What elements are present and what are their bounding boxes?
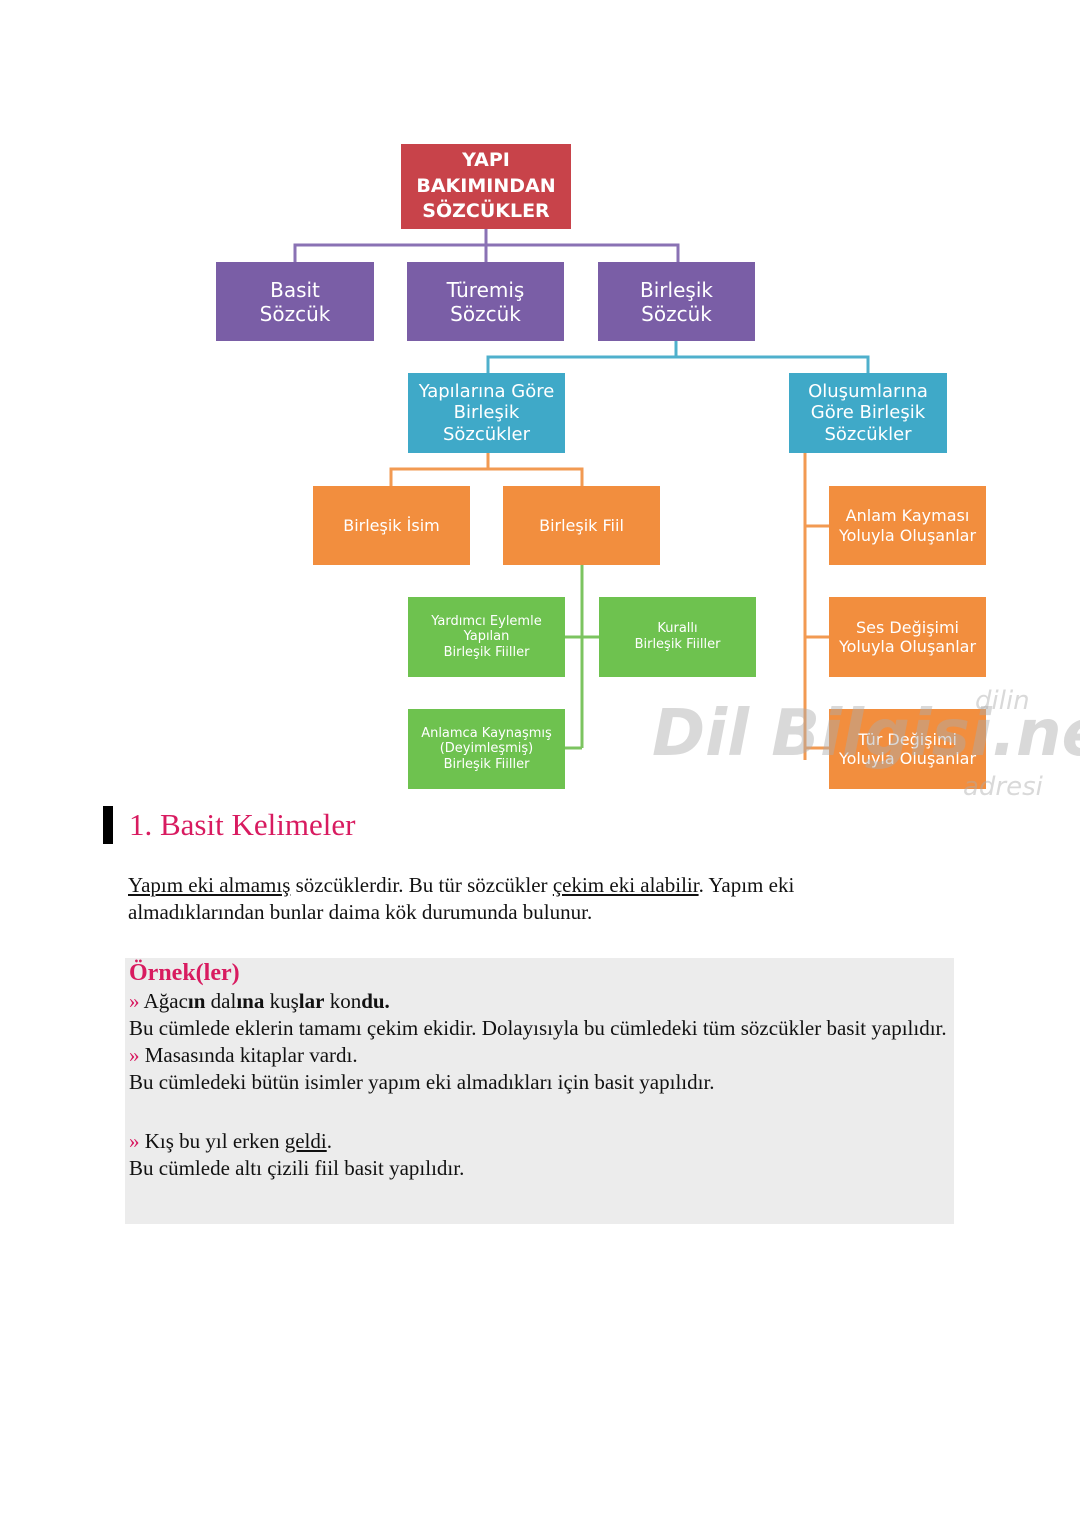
example-3-underlined: geldi <box>284 1129 327 1153</box>
example-1: » Ağacın dalına kuşlar kondu. <box>129 988 954 1015</box>
examples-title: Örnek(ler) <box>129 960 240 986</box>
ex1-word: Ağac <box>143 989 188 1013</box>
example-3: » Kış bu yıl erken geldi. <box>129 1128 954 1155</box>
example-1-note: Bu cümlede eklerin tamamı çekim ekidir. … <box>129 1016 947 1040</box>
arrow-icon: » <box>129 989 140 1013</box>
arrow-icon: » <box>129 1043 140 1067</box>
example-3-period: . <box>326 1129 332 1153</box>
section-heading: 1. Basit Kelimeler <box>103 805 355 845</box>
ex1-suffix: ın <box>187 989 206 1013</box>
ex1-suffix: lar <box>298 989 325 1013</box>
arrow-icon: » <box>129 1129 140 1153</box>
ex1-suffix: ına <box>236 989 265 1013</box>
intro-paragraph: Yapım eki almamış sözcüklerdir. Bu tür s… <box>128 872 928 926</box>
watermark-main: Dil Bilgisi.net <box>652 697 1080 771</box>
example-3-note: Bu cümlede altı çizili fiil basit yapılı… <box>129 1156 465 1180</box>
example-2-note: Bu cümledeki bütün isimler yapım eki alm… <box>129 1070 715 1094</box>
diagram-connectors <box>293 229 870 760</box>
ex1-word: kuş <box>264 989 299 1013</box>
example-2: » Masasında kitaplar vardı. <box>129 1042 954 1069</box>
intro-text-2: . Yapım eki almadıklarından bunlar daima… <box>128 873 795 924</box>
intro-underlined-2: çekim eki alabilir <box>552 873 699 897</box>
ex1-period: . <box>384 989 390 1013</box>
heading-bar <box>103 806 113 844</box>
intro-text-1: sözcüklerdir. Bu tür sözcükler <box>290 873 553 897</box>
watermark-top: dilin <box>975 686 1030 716</box>
birlesik-fiil-node: Birleşik Fiil <box>503 486 660 565</box>
anlamca-kaynasmis-node: Anlamca Kaynaşmış(Deyimleşmiş)Birleşik F… <box>408 709 565 789</box>
ex1-word: kon <box>324 989 362 1013</box>
examples-box: Örnek(ler) » Ağacın dalına kuşlar kondu.… <box>125 958 954 1224</box>
example-3-text: Kış bu yıl erken <box>144 1129 285 1153</box>
birlesik-isim-node: Birleşik İsim <box>313 486 470 565</box>
section-title: 1. Basit Kelimeler <box>129 807 356 842</box>
example-2-text: Masasında kitaplar vardı. <box>144 1043 358 1067</box>
ex1-word: dal <box>205 989 237 1013</box>
intro-underlined-1: Yapım eki almamış <box>128 873 291 897</box>
watermark-bottom: adresi <box>963 772 1043 802</box>
ex1-suffix: du <box>361 989 385 1013</box>
